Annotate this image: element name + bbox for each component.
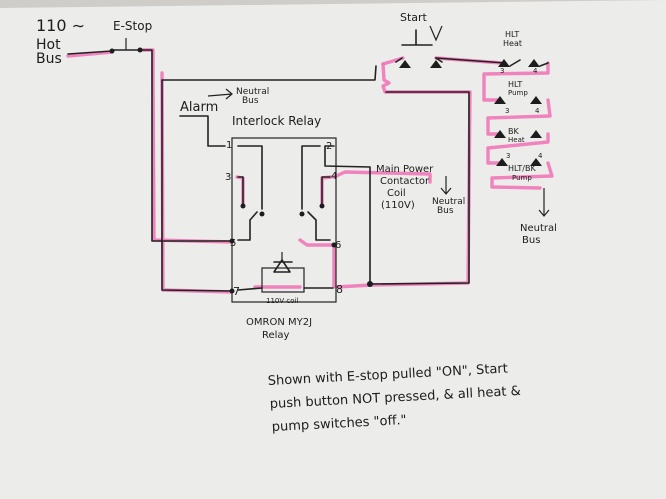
switch-2-line1: HLT [508,80,522,89]
relay-contact-dot [319,203,325,209]
start-line [435,57,506,64]
relay-pin-6: 6 [335,240,341,251]
switch-terminal [494,130,506,138]
relay-pin-2: 2 [326,141,332,152]
contactor-line4: (110V) [381,200,415,211]
contactor-wire [332,170,432,184]
switch-1-line1: HLT [505,30,519,39]
relay-coil [261,267,305,293]
relay-pin-1: 1 [226,140,232,151]
alarm-wire [179,115,226,147]
arrow-icon [440,176,452,195]
switch-3-pin-b: 4 [538,152,543,160]
relay-pin-8: 8 [336,283,343,296]
left-return [161,79,233,292]
neutral-bus-right-line2: Bus [522,235,540,246]
neutral-bus-mid-line1: Neutral [432,197,465,207]
contactor-line1: Main Power [376,164,434,175]
start-actuator [401,29,433,46]
relay-model-line2: Relay [262,330,290,341]
junction-dot [367,281,373,287]
relay-pin-3: 3 [225,172,231,183]
start-button [395,25,443,68]
switch-leads [509,59,549,67]
black-wires [67,49,506,292]
switch-1-line2: Heat [503,39,522,48]
switch-3-pin-a: 3 [506,152,510,160]
bus-label: Bus [36,51,62,67]
relay-left-contacts [237,176,258,241]
neutral-bus-mid-line2: Bus [437,206,454,216]
switch-terminal [530,130,542,138]
relay-model-line1: OMRON MY2J [246,317,312,328]
start-terminal [430,60,442,68]
relay-contact-dot [259,211,265,217]
switch-terminal [528,59,540,67]
junction-dot [229,288,235,294]
note-line3: pump switches "off." [271,413,407,435]
arrow-icon [207,88,233,100]
relay-contact-dot [240,203,246,209]
switch-2-line2: Pump [508,89,528,97]
relay-common-leads [237,145,321,210]
switch-2-pin-b: 4 [535,107,540,115]
neutral-bus-right-line1: Neutral [520,223,557,234]
switch-terminal [498,59,510,67]
relay-contact-dot [299,211,305,217]
neutral-bus-top-line2: Bus [242,96,259,106]
estop-switch [109,38,143,54]
start-arrow-icon [429,25,443,42]
contactor-line3: Coil [387,188,406,199]
contactor-line2: Contactor [380,176,430,187]
switch-terminal [530,96,542,104]
switch-1-pin-a: 3 [500,67,504,75]
switch-terminal [496,158,508,166]
alarm-label: Alarm [180,100,218,115]
supply-voltage: 110 ∼ [36,16,85,35]
switch-contacts [494,59,549,166]
hot-label: Hot [36,37,61,53]
estop-terminal [109,48,115,54]
start-contact-leads [395,57,443,63]
switch-terminal [530,158,542,166]
coil-diode [273,259,293,273]
hot-line [67,50,113,55]
relay-outline [231,137,337,303]
start-label: Start [400,11,428,24]
relay-pin-7: 7 [233,285,240,298]
coil-leads [237,287,334,291]
switch-3-line2: Heat [508,136,525,144]
relay-right-feed [324,145,371,285]
junction-dot [331,242,337,248]
junction-dot [229,238,235,244]
relay-right-contacts [307,176,331,241]
interlock-relay [231,137,337,303]
hot-left-vertical [139,49,233,242]
switch-1-pin-b: 4 [533,67,538,75]
relay-title: Interlock Relay [232,114,321,128]
switch-4-line1: HLT/BK [508,164,536,173]
start-terminal [399,60,411,68]
switch-3-line1: BK [508,127,519,136]
neutral-bus-top-line1: Neutral [236,87,269,97]
coil-label: 110V coil [266,297,298,305]
right-loop [369,91,470,285]
estop-terminal [137,47,143,53]
arrow-icon [538,188,550,217]
switch-4-line2: Pump [512,174,532,182]
relay-pin-5: 5 [230,238,236,249]
relay-pin-4: 4 [331,171,337,182]
estop-label: E-Stop [113,19,152,33]
switch-chain-wire [482,61,554,190]
top-return [161,65,377,81]
switch-2-pin-a: 3 [505,107,509,115]
switch-terminal [494,96,506,104]
